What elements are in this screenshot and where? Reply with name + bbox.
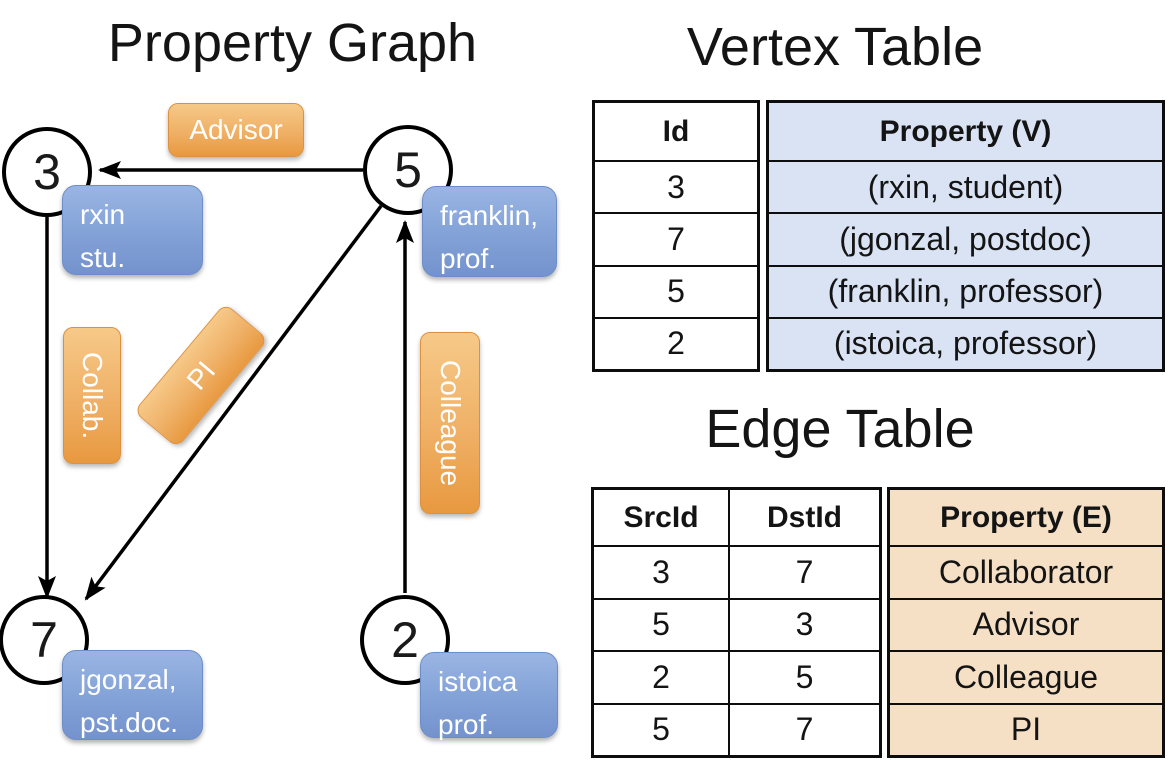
vertex-table-id-cell: 2 <box>595 316 757 369</box>
edge-table-property-cell: Advisor <box>890 597 1162 651</box>
advisor-label-text: Advisor <box>189 114 283 145</box>
vertex-prop-box-rxin: rxin stu. <box>62 185 203 275</box>
edge-label-colleague: Colleague <box>420 332 480 514</box>
edge-table-dstid-header: DstId <box>728 490 879 545</box>
vertex-table-id-cell: 5 <box>595 264 757 317</box>
jgonzal-line2: pst.doc. <box>80 706 179 738</box>
vertex-table-id-column: Id 3 7 5 2 <box>592 100 760 372</box>
vertex-table-property-cell: (rxin, student) <box>769 160 1162 212</box>
graph-node-2: 2 <box>360 595 450 685</box>
edge-table-dstid-cell: 7 <box>728 545 879 598</box>
node-2-id: 2 <box>391 612 419 668</box>
vertex-table-property-cell: (jgonzal, postdoc) <box>769 212 1162 264</box>
edge-table-srcid-header: SrcId <box>623 500 699 534</box>
edge-table-srcid-cell: 5 <box>594 597 728 651</box>
vertex-table-property-cell: (franklin, professor) <box>769 264 1162 317</box>
colleague-label-text: Colleague <box>435 359 466 487</box>
node-3-id: 3 <box>33 144 61 200</box>
vertex-table-property-header: Property (V) <box>879 114 1052 148</box>
jgonzal-line1: jgonzal, <box>80 664 177 695</box>
edge-table-srcid-cell: 2 <box>594 650 728 703</box>
graph-edges-layer <box>38 161 414 601</box>
property-graph-title: Property Graph <box>107 13 478 73</box>
collab-label-text: Collab. <box>77 351 108 440</box>
edge-table-id-columns: SrcId DstId 3 7 5 3 2 5 5 7 <box>591 487 882 758</box>
rxin-line1: rxin <box>80 199 126 230</box>
franklin-line1: franklin, <box>440 200 539 231</box>
istoica-line1: istoica <box>438 666 518 697</box>
edge-table-srcid-cell: 3 <box>594 545 728 598</box>
edge-table-dstid-cell: 5 <box>728 650 879 703</box>
node-7-id: 7 <box>30 612 58 668</box>
vertex-prop-box-istoica: istoica prof. <box>420 652 558 740</box>
node-5-id: 5 <box>394 142 422 198</box>
edge-label-advisor: Advisor <box>168 103 304 157</box>
edge-5-to-7-pi <box>84 204 383 601</box>
vertex-table-id-cell: 7 <box>595 212 757 264</box>
vertex-table-property-cell: (istoica, professor) <box>769 316 1162 369</box>
vertex-table-id-header: Id <box>662 114 690 148</box>
edge-table-property-cell: PI <box>890 702 1162 756</box>
istoica-line2: prof. <box>438 708 495 740</box>
edge-table-dstid-cell: 3 <box>728 597 879 650</box>
edge-table-property-column: Property (E) Collaborator Advisor Collea… <box>887 487 1165 758</box>
vertex-table-id-cell: 3 <box>595 160 757 212</box>
edge-table-property-cell: Collaborator <box>890 545 1162 598</box>
edge-table-srcid-cell: 5 <box>594 702 728 756</box>
pi-label-text: PI <box>180 355 221 396</box>
edge-table-property-header: Property (E) <box>940 500 1112 534</box>
franklin-line2: prof. <box>440 242 497 274</box>
rxin-line2: stu. <box>80 241 126 273</box>
edge-table-dstid-cell: 7 <box>728 702 879 755</box>
edge-table-title: Edge Table <box>705 399 975 459</box>
vertex-prop-box-jgonzal: jgonzal, pst.doc. <box>62 650 203 740</box>
vertex-table-title: Vertex Table <box>686 17 984 77</box>
edge-label-collab: Collab. <box>63 327 121 464</box>
vertex-table-property-column: Property (V) (rxin, student) (jgonzal, p… <box>766 100 1165 372</box>
edge-table-property-cell: Colleague <box>890 650 1162 703</box>
vertex-prop-box-franklin: franklin, prof. <box>422 186 557 277</box>
